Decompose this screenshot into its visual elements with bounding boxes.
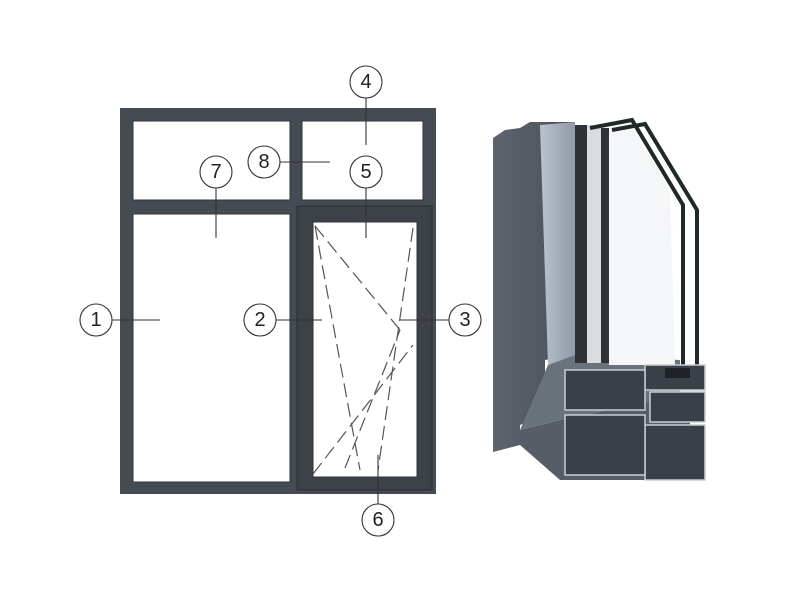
- callout-5: 5: [349, 155, 383, 189]
- sash-glass: [312, 221, 418, 478]
- svg-text:4: 4: [360, 71, 371, 93]
- opening-direction-lines: [312, 225, 414, 475]
- svg-text:1: 1: [90, 309, 101, 331]
- svg-text:3: 3: [459, 309, 470, 331]
- callout-6: 6: [361, 503, 395, 537]
- fixed-pane: [132, 213, 291, 483]
- callout-4: 4: [349, 65, 383, 99]
- callout-3: 3: [448, 303, 482, 337]
- svg-text:5: 5: [360, 161, 371, 183]
- svg-text:6: 6: [372, 509, 383, 531]
- callout-8: 8: [247, 145, 281, 179]
- leader-lines: [112, 98, 449, 504]
- callout-7: 7: [199, 155, 233, 189]
- svg-text:2: 2: [254, 309, 265, 331]
- callout-1: 1: [79, 303, 113, 337]
- callout-2: 2: [243, 303, 277, 337]
- svg-text:8: 8: [258, 151, 269, 173]
- profile-section-render: [493, 117, 706, 481]
- window-elevation: [120, 108, 436, 494]
- svg-text:7: 7: [210, 161, 221, 183]
